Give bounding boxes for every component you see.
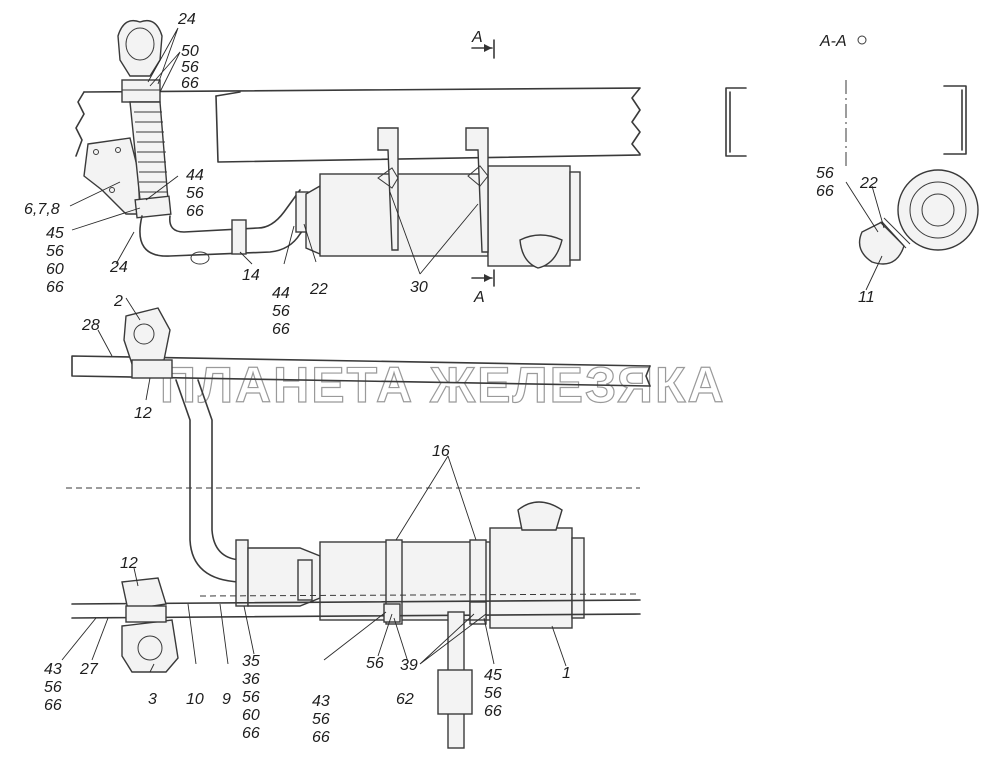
exhaust-pipe-14: [139, 189, 319, 257]
leader-lines: [61, 27, 885, 673]
muffler-top-view: [305, 165, 581, 269]
frame-channel-right: [943, 85, 967, 155]
callout-50: 50: [181, 43, 199, 60]
top-view: A A: [75, 19, 641, 306]
section-view-aa: A-A: [725, 33, 979, 265]
frame-channel-left: [725, 87, 747, 157]
callout-27: 27: [79, 661, 99, 678]
muffler-plan-view: [319, 501, 585, 629]
callout-24-top: 24: [177, 11, 196, 28]
support-bracket: [437, 669, 473, 715]
callout-44: 44: [272, 285, 290, 302]
callout-56: 56: [186, 185, 204, 202]
muffler-outlet-plan: [517, 501, 563, 531]
callout-10: 10: [186, 691, 204, 708]
section-view-title: A-A: [819, 33, 847, 50]
turbo-elbow-plan: [123, 307, 171, 365]
callout-56: 56: [242, 689, 260, 706]
callout-1: 1: [562, 665, 571, 682]
callout-39: 39: [400, 657, 418, 674]
callout-43: 43: [312, 693, 330, 710]
callout-12-upper: 12: [134, 405, 152, 422]
inlet-pipe-section: [858, 221, 905, 265]
callout-66: 66: [312, 729, 330, 746]
callout-6-7-8: 6,7,8: [24, 201, 60, 218]
callout-12-lower: 12: [120, 555, 138, 572]
muffler-band-16a: [385, 539, 403, 625]
callout-56: 56: [44, 679, 62, 696]
callout-62: 62: [396, 691, 414, 708]
callout-60: 60: [46, 261, 64, 278]
callout-24-lower: 24: [109, 259, 128, 276]
section-letter-top: A: [471, 29, 483, 46]
callout-66: 66: [46, 279, 64, 296]
lower-elbow-12: [121, 577, 167, 611]
callout-14: 14: [242, 267, 260, 284]
callout-66: 66: [44, 697, 62, 714]
callout-66: 66: [186, 203, 204, 220]
muffler-hanger-brackets: [377, 127, 489, 253]
section-marker-bottom: [471, 269, 495, 287]
callout-56: 56: [46, 243, 64, 260]
callout-56: 56: [484, 685, 502, 702]
callout-45: 45: [484, 667, 502, 684]
callout-66: 66: [816, 183, 834, 200]
callout-3: 3: [148, 691, 157, 708]
rotated-view-symbol: [857, 35, 867, 45]
callout-44: 44: [186, 167, 204, 184]
callout-16: 16: [432, 443, 450, 460]
callout-56: 56: [312, 711, 330, 728]
callout-36: 36: [242, 671, 260, 688]
callout-66: 66: [242, 725, 260, 742]
callout-45: 45: [46, 225, 64, 242]
turbo-outlet-elbow: [117, 19, 163, 77]
callout-66: 66: [181, 75, 199, 92]
bracket-bolt: [109, 187, 115, 193]
callout-56: 56: [181, 59, 199, 76]
callout-22: 22: [859, 175, 878, 192]
callout-35: 35: [242, 653, 260, 670]
callout-22: 22: [309, 281, 328, 298]
callout-28: 28: [81, 317, 100, 334]
callout-30: 30: [410, 279, 428, 296]
callout-56: 56: [366, 655, 384, 672]
frame-rail-upper: [75, 87, 641, 163]
clamp-39: [469, 601, 487, 621]
pipe-clamp-22-plan: [297, 559, 313, 601]
muffler-outlet-pipe: [519, 234, 563, 269]
flange-plan-lower: [125, 605, 167, 623]
section-letter-bottom: A: [473, 289, 485, 306]
callout-66: 66: [272, 321, 290, 338]
bracket-bolt: [115, 147, 121, 153]
mounting-bracket-plate: [83, 137, 141, 215]
callout-43: 43: [44, 661, 62, 678]
callout-56: 56: [272, 303, 290, 320]
bottom-view: [66, 307, 651, 749]
callout-66: 66: [484, 703, 502, 720]
turbo-outlet-3: [121, 619, 179, 673]
callout-56: 56: [816, 165, 834, 182]
flange-clamp-upper: [121, 79, 161, 103]
bracket-bolt: [93, 149, 99, 155]
callout-9: 9: [222, 691, 231, 708]
clamp-62: [383, 603, 401, 623]
flange-plan-upper: [131, 359, 173, 379]
flange-clamp-lower: [134, 195, 172, 219]
callout-2: 2: [113, 293, 123, 310]
callout-60: 60: [242, 707, 260, 724]
callout-labels: 24 50 56 66 44 56 66 6,7,8 45 56 60 66 2…: [24, 11, 878, 746]
pipe-clamp-14: [231, 219, 247, 255]
callout-11: 11: [858, 289, 875, 306]
section-marker-top: [471, 39, 495, 59]
